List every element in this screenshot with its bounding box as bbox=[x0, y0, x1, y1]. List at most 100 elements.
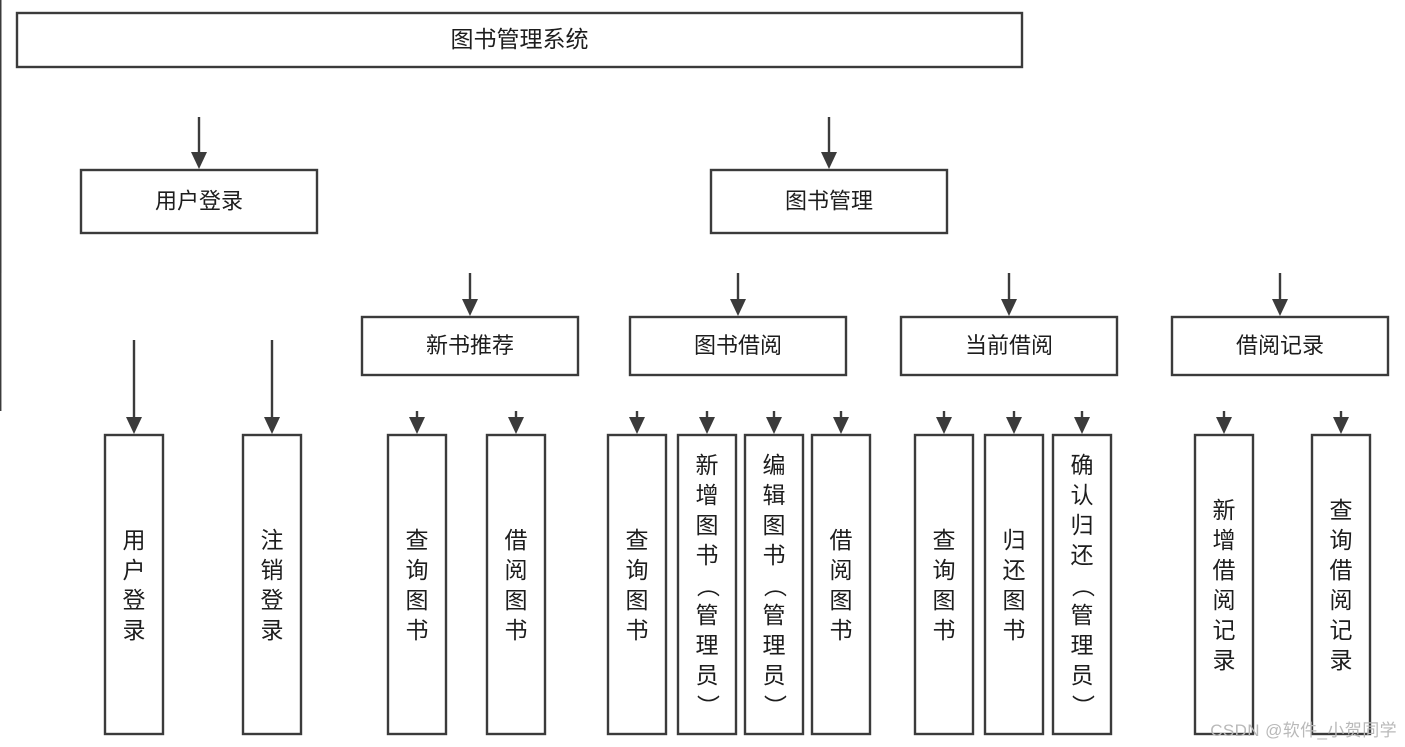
node-leaf-query-record-rect[interactable] bbox=[1310, 433, 1372, 736]
arrow-head-icon bbox=[409, 417, 425, 434]
node-current-borrow[interactable]: 当前借阅 bbox=[899, 315, 1119, 377]
svg-text:（: （ bbox=[695, 574, 721, 597]
node-leaf-borrow-book-1-rect[interactable] bbox=[485, 433, 547, 736]
svg-text:（: （ bbox=[762, 574, 788, 597]
svg-text:还: 还 bbox=[1003, 557, 1026, 583]
svg-text:借: 借 bbox=[505, 527, 528, 553]
arrow-head-icon bbox=[1216, 417, 1232, 434]
node-leaf-add-book-rect[interactable] bbox=[676, 433, 738, 736]
node-root-label: 图书管理系统 bbox=[451, 26, 589, 52]
arrow-head-icon bbox=[191, 152, 207, 169]
node-leaf-user-login[interactable]: 用户登录 bbox=[103, 433, 165, 736]
arrow-head-icon bbox=[833, 417, 849, 434]
svg-text:图: 图 bbox=[830, 587, 853, 613]
svg-text:还: 还 bbox=[1071, 542, 1094, 568]
svg-text:借: 借 bbox=[1213, 557, 1236, 583]
node-leaf-add-record-rect[interactable] bbox=[1193, 433, 1255, 736]
node-leaf-logout-rect[interactable] bbox=[241, 433, 303, 736]
node-book-borrow[interactable]: 图书借阅 bbox=[628, 315, 848, 377]
svg-text:书: 书 bbox=[933, 617, 956, 643]
svg-text:询: 询 bbox=[406, 557, 429, 583]
node-book-management-label: 图书管理 bbox=[785, 188, 873, 213]
node-borrow-record[interactable]: 借阅记录 bbox=[1170, 315, 1390, 377]
svg-text:书: 书 bbox=[763, 542, 786, 568]
node-leaf-confirm-return-rect[interactable] bbox=[1051, 433, 1113, 736]
svg-text:员: 员 bbox=[696, 662, 719, 688]
svg-text:书: 书 bbox=[406, 617, 429, 643]
svg-text:归: 归 bbox=[1003, 527, 1026, 553]
node-leaf-query-book-3-rect[interactable] bbox=[913, 433, 975, 736]
svg-text:新: 新 bbox=[696, 452, 719, 478]
node-user-login[interactable]: 用户登录 bbox=[79, 168, 319, 235]
csdn-watermark: CSDN @软件_小贺同学 bbox=[1210, 721, 1397, 740]
node-leaf-borrow-book-2-rect[interactable] bbox=[810, 433, 872, 736]
svg-text:书: 书 bbox=[1003, 617, 1026, 643]
svg-text:借: 借 bbox=[830, 527, 853, 553]
node-leaf-query-book-2-rect[interactable] bbox=[606, 433, 668, 736]
connector-lines bbox=[0, 0, 1349, 434]
svg-text:认: 认 bbox=[1071, 482, 1094, 508]
node-new-book-recommend[interactable]: 新书推荐 bbox=[360, 315, 580, 377]
svg-text:用: 用 bbox=[123, 527, 146, 553]
svg-text:）: ） bbox=[695, 694, 721, 717]
node-leaf-edit-book-rect[interactable] bbox=[743, 433, 805, 736]
svg-text:归: 归 bbox=[1071, 512, 1094, 538]
node-user-login-rect[interactable] bbox=[79, 168, 319, 235]
arrow-head-icon bbox=[699, 417, 715, 434]
svg-text:查: 查 bbox=[626, 527, 649, 553]
svg-text:阅: 阅 bbox=[1213, 587, 1236, 613]
svg-text:录: 录 bbox=[1330, 647, 1353, 673]
node-root[interactable]: 图书管理系统 bbox=[15, 11, 1024, 69]
svg-text:销: 销 bbox=[261, 557, 284, 583]
svg-text:查: 查 bbox=[1330, 497, 1353, 523]
svg-text:管: 管 bbox=[696, 602, 719, 628]
node-book-management[interactable]: 图书管理 bbox=[709, 168, 949, 235]
node-book-borrow-rect[interactable] bbox=[628, 315, 848, 377]
svg-text:询: 询 bbox=[626, 557, 649, 583]
node-leaf-return-book-rect[interactable] bbox=[983, 433, 1045, 736]
node-current-borrow-label: 当前借阅 bbox=[965, 333, 1053, 358]
svg-text:图: 图 bbox=[626, 587, 649, 613]
svg-text:录: 录 bbox=[261, 617, 284, 643]
svg-text:图: 图 bbox=[763, 512, 786, 538]
node-new-book-recommend-rect[interactable] bbox=[360, 315, 580, 377]
svg-text:记: 记 bbox=[1330, 617, 1353, 643]
node-borrow-record-rect[interactable] bbox=[1170, 315, 1390, 377]
svg-text:管: 管 bbox=[1071, 602, 1094, 628]
svg-text:理: 理 bbox=[696, 632, 719, 658]
svg-text:编: 编 bbox=[763, 452, 786, 478]
svg-text:增: 增 bbox=[696, 482, 719, 508]
svg-text:）: ） bbox=[1070, 694, 1096, 717]
node-leaf-query-book-1-rect[interactable] bbox=[386, 433, 448, 736]
node-current-borrow-rect[interactable] bbox=[899, 315, 1119, 377]
node-leaf-user-login-rect[interactable] bbox=[103, 433, 165, 736]
svg-text:图: 图 bbox=[505, 587, 528, 613]
node-root-rect[interactable] bbox=[15, 11, 1024, 69]
svg-text:理: 理 bbox=[1071, 632, 1094, 658]
svg-text:录: 录 bbox=[123, 617, 146, 643]
arrow-head-icon bbox=[629, 417, 645, 434]
node-book-management-rect[interactable] bbox=[709, 168, 949, 235]
arrow-head-icon bbox=[936, 417, 952, 434]
svg-text:借: 借 bbox=[1330, 557, 1353, 583]
